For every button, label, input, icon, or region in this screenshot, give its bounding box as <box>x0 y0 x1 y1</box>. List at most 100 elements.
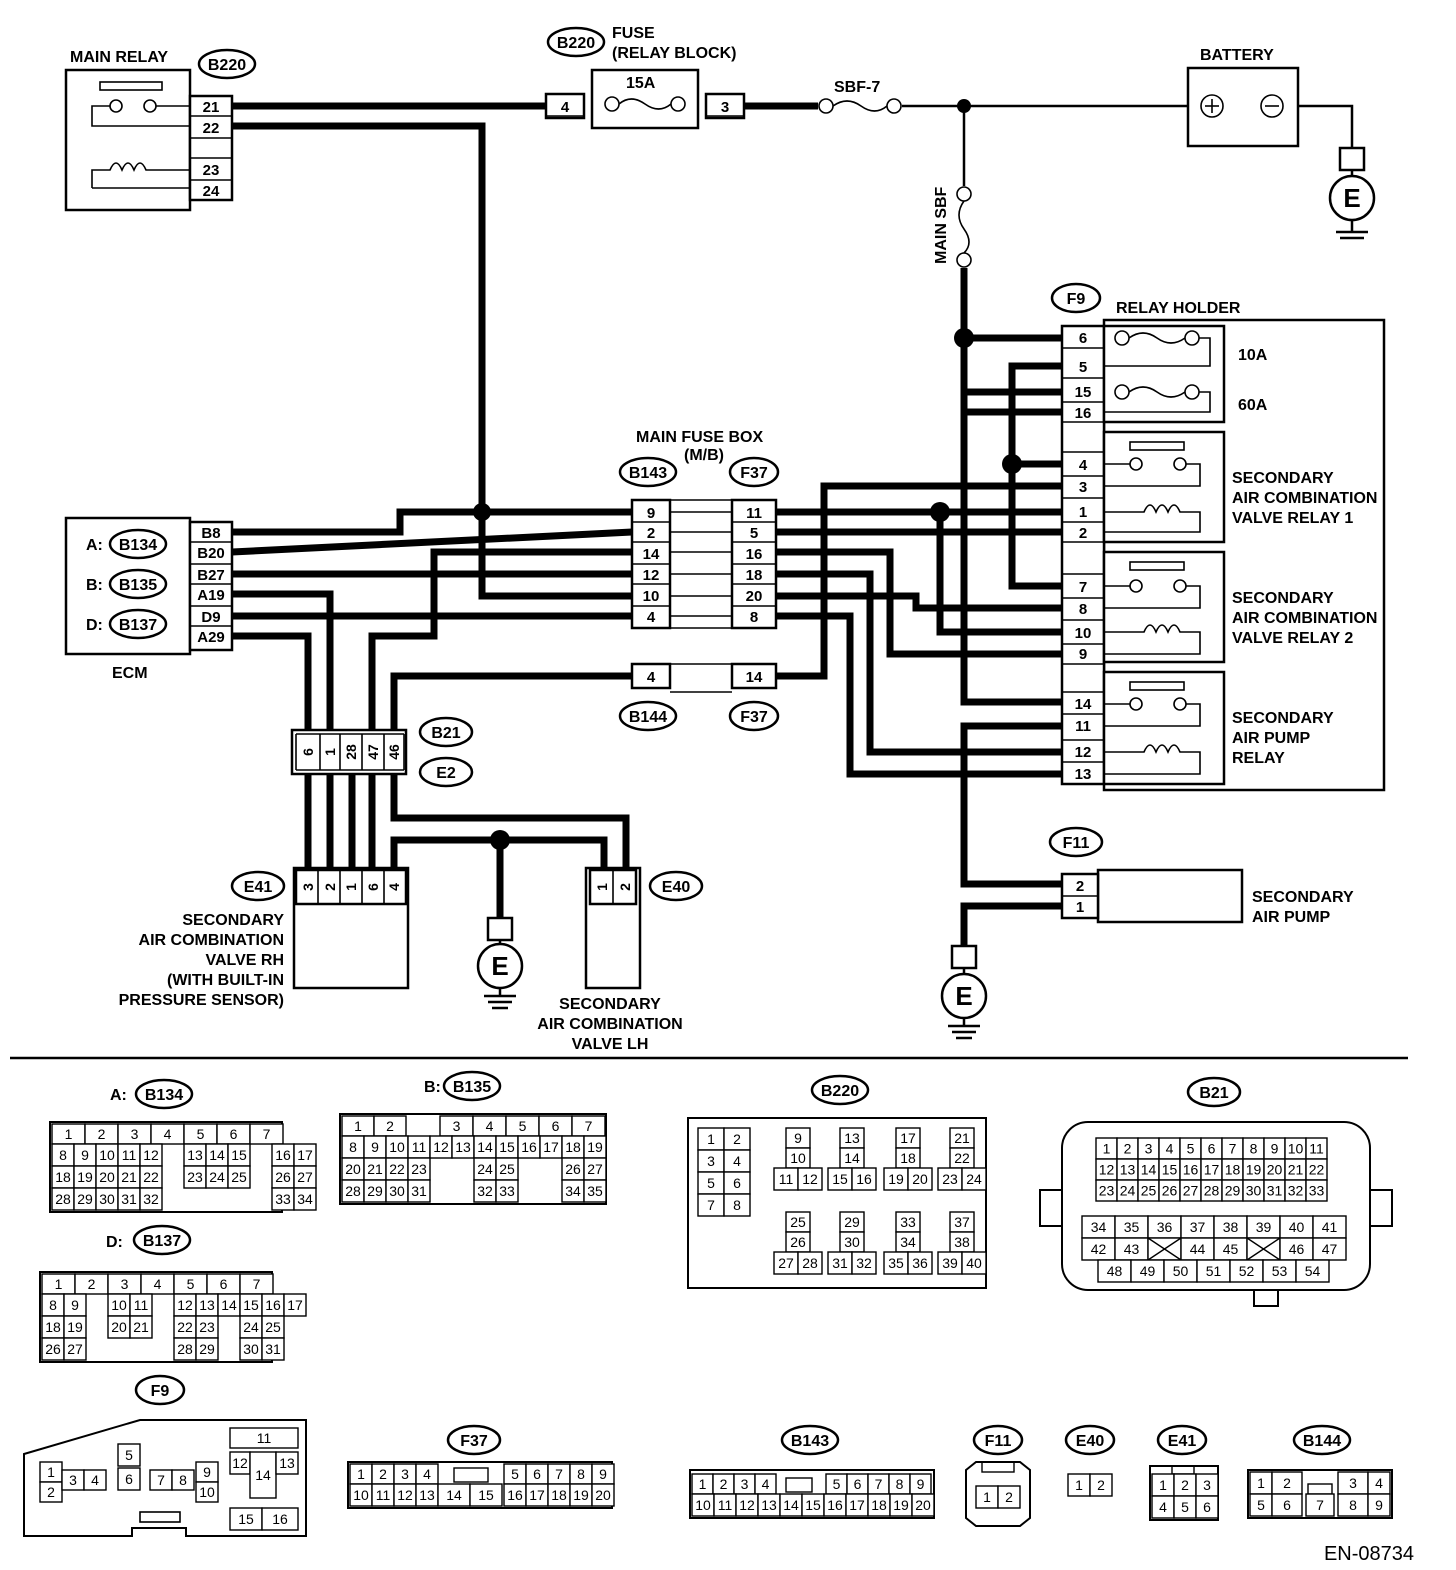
pin-number: 16 <box>507 1487 523 1503</box>
pin-cell <box>261 1507 299 1531</box>
face-tag: B144 <box>1303 1433 1341 1450</box>
pin-number: 12 <box>177 1297 193 1313</box>
pump-relay-line: RELAY <box>1232 750 1285 767</box>
splice-dot <box>930 502 950 522</box>
battery: BATTERY <box>1186 47 1300 148</box>
pin-number: 39 <box>1256 1219 1272 1235</box>
main-sbf: MAIN SBF <box>933 186 972 268</box>
pin-number: 31 <box>832 1255 848 1271</box>
pin-number: 8 <box>1349 1497 1357 1513</box>
pin-number: 11 <box>257 1430 272 1446</box>
pin-cell <box>1305 1493 1335 1517</box>
face-tag: B21 <box>1199 1085 1228 1102</box>
pin-cell <box>195 1337 219 1361</box>
pin-number: 9 <box>1375 1497 1383 1513</box>
battery-label: BATTERY <box>1200 47 1274 64</box>
sbf7-fuse: SBF-7 <box>818 79 902 114</box>
pin-number: 4 <box>91 1472 99 1488</box>
pin-number: 48 <box>1107 1263 1123 1279</box>
pin-number: 10 <box>695 1497 711 1513</box>
valve-rh-line: AIR COMBINATION <box>139 932 284 949</box>
valve-rh-line: VALVE RH <box>205 952 284 969</box>
pin-label: 1 <box>594 883 610 891</box>
pin-number: 15 <box>499 1139 515 1155</box>
connector-key <box>139 1511 181 1523</box>
pin-number: 2 <box>88 1276 96 1292</box>
pin-number: 34 <box>565 1183 581 1199</box>
pin-number: 15 <box>238 1511 254 1527</box>
pin-number: 7 <box>1316 1497 1324 1513</box>
pin-number: 28 <box>177 1341 193 1357</box>
pin-number: 8 <box>896 1476 904 1492</box>
pin-label: 10 <box>1075 625 1092 642</box>
pin-number: 50 <box>1173 1263 1189 1279</box>
pin-number: 9 <box>794 1130 802 1146</box>
wire-f37-8 <box>776 612 1062 778</box>
pin-number: 16 <box>521 1139 537 1155</box>
pin-number: 1 <box>65 1126 73 1142</box>
pin-number: 23 <box>411 1161 427 1177</box>
pin-label: 14 <box>643 546 660 563</box>
pin-number: 31 <box>265 1341 281 1357</box>
pin-number: 4 <box>733 1153 741 1169</box>
pin-cell <box>591 1483 615 1507</box>
pin-label: 11 <box>746 505 762 522</box>
ground-battery: E <box>1328 146 1376 240</box>
pin-cell <box>907 1251 933 1275</box>
pin-label: 4 <box>1079 457 1088 474</box>
pin-number: 19 <box>573 1487 589 1503</box>
pin-number: 30 <box>1246 1183 1262 1199</box>
pin-cell <box>129 1315 153 1339</box>
pin-cell <box>83 1469 107 1491</box>
connector-tag: B220 <box>208 57 246 74</box>
pin-cell <box>907 1167 933 1191</box>
pin-number: 28 <box>802 1255 818 1271</box>
connector-tag: B220 <box>557 35 595 52</box>
pin-number: 19 <box>77 1169 93 1185</box>
pin-label: 5 <box>750 525 758 542</box>
pin-number: 31 <box>1267 1183 1283 1199</box>
pin-number: 5 <box>833 1476 841 1492</box>
pin-number: 2 <box>733 1131 741 1147</box>
pin-cell <box>583 1179 607 1203</box>
ground-label: E <box>1343 183 1360 213</box>
pin-label: 9 <box>647 505 655 522</box>
valve-lh-line: SECONDARY <box>559 996 661 1013</box>
pin-number: 5 <box>1181 1499 1189 1515</box>
pin-label: 14 <box>1075 696 1092 713</box>
pin-number: 29 <box>77 1191 93 1207</box>
pin-label: 22 <box>203 120 220 137</box>
pin-number: 4 <box>154 1276 162 1292</box>
pin-number: 38 <box>1223 1219 1239 1235</box>
pin-cell <box>275 1451 299 1475</box>
wire-f37-14 <box>776 482 1062 680</box>
pin-number: 18 <box>565 1139 581 1155</box>
pin-number: 18 <box>45 1319 61 1335</box>
pin-cell <box>997 1485 1021 1509</box>
pin-cell <box>961 1251 987 1275</box>
pin-label: 1 <box>1076 899 1084 916</box>
pin-number: 19 <box>587 1139 603 1155</box>
pin-number: 11 <box>122 1147 137 1163</box>
pin-cell <box>1305 1179 1328 1202</box>
face-tag: B137 <box>143 1233 181 1250</box>
pin-number: 10 <box>1288 1141 1304 1157</box>
pin-label: B8 <box>201 525 220 542</box>
pin-number: 13 <box>1120 1162 1136 1178</box>
ecm-label: ECM <box>112 665 148 682</box>
connector-outline <box>687 1117 987 1289</box>
splice-dot <box>473 503 491 521</box>
pin-number: 22 <box>954 1150 970 1166</box>
pin-number: 45 <box>1223 1241 1239 1257</box>
pin-cell <box>797 1251 823 1275</box>
pin-number: 10 <box>353 1487 369 1503</box>
pin-label: 8 <box>750 609 758 626</box>
pin-number: 9 <box>81 1147 89 1163</box>
pin-number: 35 <box>888 1255 904 1271</box>
pin-number: 11 <box>134 1297 149 1313</box>
pin-number: 12 <box>433 1139 449 1155</box>
pin-number: 36 <box>912 1255 928 1271</box>
pin-number: 2 <box>720 1476 728 1492</box>
pin-number: 6 <box>220 1276 228 1292</box>
